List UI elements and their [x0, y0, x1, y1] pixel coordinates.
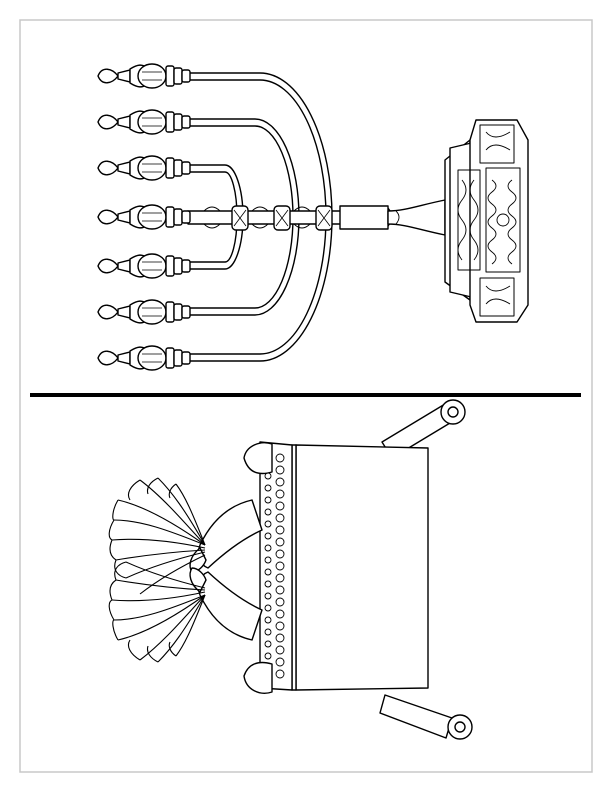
menorah-lamp-3 — [97, 155, 191, 181]
ark-illustration — [108, 399, 473, 740]
menorah-lamp-6 — [97, 299, 191, 325]
ark-mercy-seat — [243, 442, 273, 694]
menorah-lamp-7 — [97, 345, 191, 371]
menorah-lamp-1 — [97, 63, 191, 89]
menorah-foot — [387, 199, 446, 236]
menorah-illustration — [97, 63, 529, 371]
ark-chest — [291, 444, 429, 691]
ark-cherubim-wings — [108, 477, 206, 663]
menorah-base — [444, 119, 529, 323]
ark-carrying-pole-top — [381, 399, 466, 459]
page-frame — [19, 19, 593, 773]
menorah-lamp-4 — [97, 204, 191, 230]
ark-carrying-pole-bottom — [379, 694, 473, 740]
ark-cherubim — [189, 499, 263, 641]
menorah-lamp-5 — [97, 253, 191, 279]
menorah-lamp-2 — [97, 109, 191, 135]
ark-decorated-band — [259, 441, 293, 691]
menorah-shaft-knops — [203, 205, 333, 231]
